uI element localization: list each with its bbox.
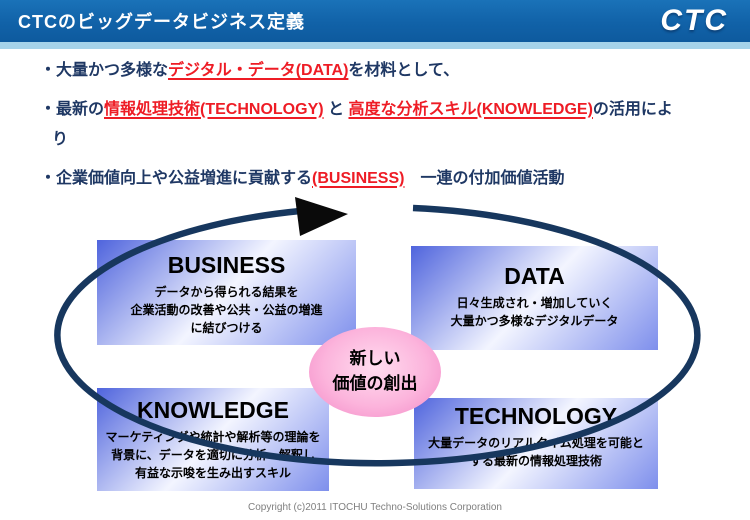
text-segment: ・企業価値向上や公益増進に貢献する bbox=[40, 169, 313, 187]
business-box-title: BUSINESS bbox=[167, 252, 286, 278]
highlight-knowledge: 高度な分析スキル(KNOWLEDGE) bbox=[348, 100, 593, 118]
data-box-title: DATA bbox=[504, 263, 565, 289]
highlight-technology: 情報処理技術(TECHNOLOGY) bbox=[104, 100, 324, 118]
business-box: BUSINESS データから得られる結果を 企業活動の改善や公共・公益の増進 に… bbox=[97, 240, 356, 345]
text-segment: ・大量かつ多様な bbox=[40, 62, 169, 79]
new-value-ellipse: 新しい 価値の創出 bbox=[309, 327, 441, 417]
technology-box-title: TECHNOLOGY bbox=[454, 403, 618, 429]
new-value-line2: 価値の創出 bbox=[332, 374, 418, 393]
highlight-digital-data: デジタル・データ(DATA) bbox=[168, 62, 349, 79]
header-accent-strip bbox=[0, 42, 750, 49]
copyright-text: Copyright (c)2011 ITOCHU Techno-Solution… bbox=[247, 502, 502, 513]
new-value-line1: 新しい bbox=[349, 349, 401, 369]
text-segment: ・最新の bbox=[40, 100, 105, 118]
text-segment: と bbox=[323, 100, 349, 118]
knowledge-box-title: KNOWLEDGE bbox=[136, 397, 290, 423]
ctc-logo: CTC bbox=[660, 4, 728, 37]
bullet-item-1: ・大量かつ多様なデジタル・データ(DATA)を材料として、 bbox=[40, 60, 728, 82]
highlight-business: (BUSINESS) bbox=[312, 169, 405, 187]
data-box: DATA 日々生成され・増加していく 大量かつ多様なデジタルデータ bbox=[411, 246, 658, 350]
text-segment: を材料として、 bbox=[348, 62, 460, 79]
bullet-item-2: ・最新の情報処理技術(TECHNOLOGY) と 高度な分析スキル(KNOWLE… bbox=[40, 99, 728, 151]
knowledge-box-body: マーケティングや統計や解析等の理論を 背景に、データを適切に分析・解釈し 有益な… bbox=[105, 430, 321, 481]
business-box-body: データから得られる結果を 企業活動の改善や公共・公益の増進 に結びつける bbox=[130, 285, 323, 336]
text-segment: 一連の付加価値活動 bbox=[404, 169, 565, 187]
data-box-body: 日々生成され・増加していく 大量かつ多様なデジタルデータ bbox=[450, 296, 619, 329]
page-title: CTCのビッグデータビジネス定義 bbox=[18, 12, 305, 32]
text-segment: の活用によ bbox=[592, 100, 673, 118]
technology-box-body: 大量データのリアルタイム処理を可能と する最新の情報処理技術 bbox=[428, 436, 644, 469]
header-bar: CTCのビッグデータビジネス定義 CTC bbox=[0, 0, 750, 42]
bullet-list: ・大量かつ多様なデジタル・データ(DATA)を材料として、 ・最新の情報処理技術… bbox=[40, 60, 728, 206]
bullet-item-2-wrap: り bbox=[52, 131, 69, 149]
bullet-item-3: ・企業価値向上や公益増進に貢献する(BUSINESS) 一連の付加価値活動 bbox=[40, 168, 728, 190]
knowledge-box: KNOWLEDGE マーケティングや統計や解析等の理論を 背景に、データを適切に… bbox=[97, 388, 329, 491]
technology-box: TECHNOLOGY 大量データのリアルタイム処理を可能と する最新の情報処理技… bbox=[414, 398, 658, 489]
